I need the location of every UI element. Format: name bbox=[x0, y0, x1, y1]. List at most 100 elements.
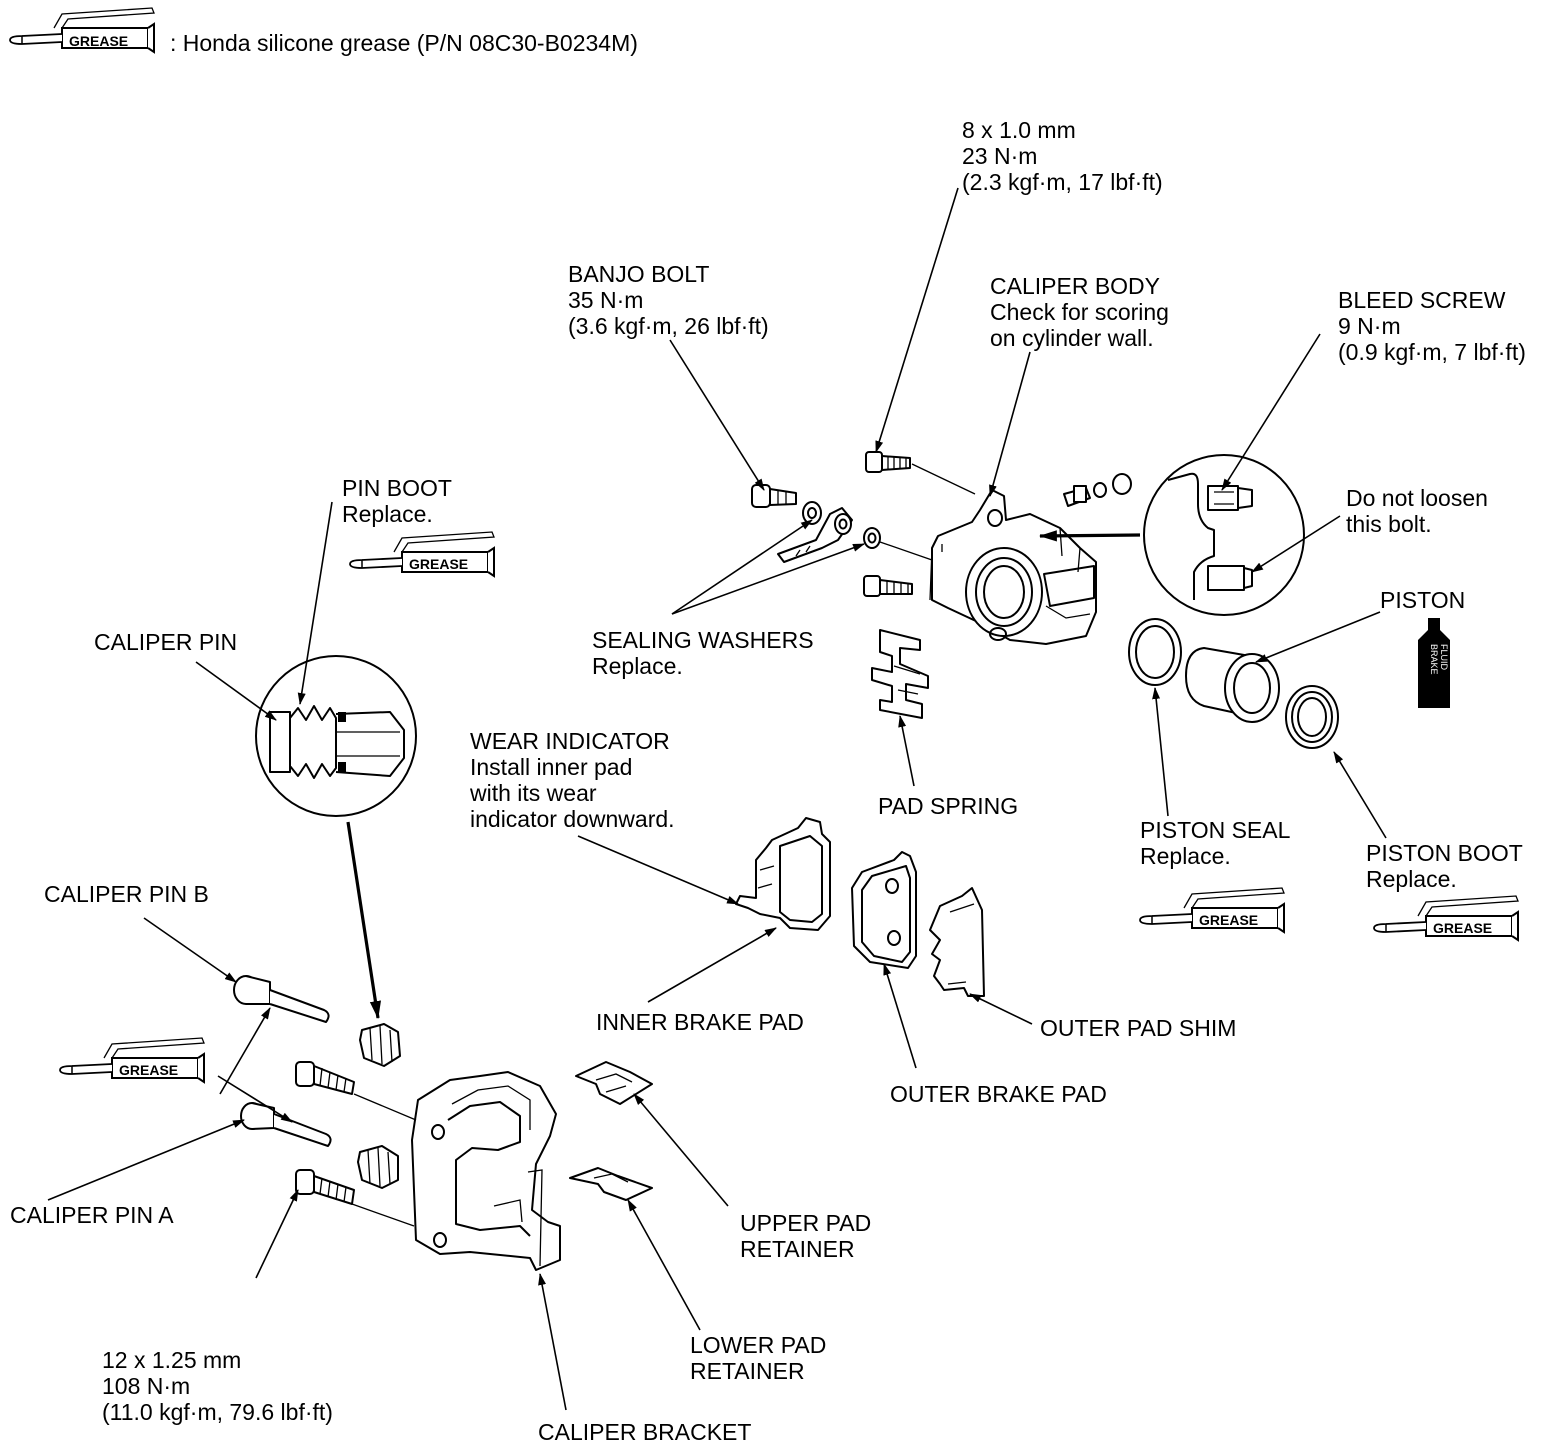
caliper-bracket-bolt-upper bbox=[295, 1061, 417, 1121]
svg-text:108 N·m: 108 N·m bbox=[102, 1373, 190, 1399]
caliper-mounting-bolt-upper bbox=[865, 451, 911, 473]
svg-text:on cylinder wall.: on cylinder wall. bbox=[990, 325, 1154, 351]
label-piston-boot: PISTON BOOT Replace. bbox=[1366, 840, 1523, 892]
outer-pad-shim bbox=[929, 887, 985, 997]
bolt-alignment-line bbox=[911, 463, 976, 495]
svg-text:OUTER PAD SHIM: OUTER PAD SHIM bbox=[1040, 1015, 1236, 1041]
label-piston-seal: PISTON SEAL Replace. bbox=[1140, 817, 1291, 869]
svg-text:CALIPER PIN A: CALIPER PIN A bbox=[10, 1202, 174, 1228]
svg-text:Replace.: Replace. bbox=[1140, 843, 1231, 869]
legend: GREASE : Honda silicone grease (P/N 08C3… bbox=[9, 7, 638, 56]
grease-tube-icon-piston-boot: GREASE bbox=[1373, 895, 1519, 941]
detail-view-pointer-arrow bbox=[1038, 530, 1141, 542]
label-sealing-washers: SEALING WASHERS Replace. bbox=[592, 627, 814, 679]
caliper-bracket bbox=[411, 1071, 561, 1271]
label-outer-brake-pad: OUTER BRAKE PAD bbox=[890, 1081, 1107, 1107]
sealing-washer-outer bbox=[802, 501, 822, 525]
svg-text:WEAR INDICATOR: WEAR INDICATOR bbox=[470, 728, 670, 754]
grease-tube-icon: GREASE bbox=[9, 7, 155, 53]
svg-text:12 x 1.25 mm: 12 x 1.25 mm bbox=[102, 1347, 241, 1373]
label-bleed-screw: BLEED SCREW 9 N·m (0.9 kgf·m, 7 lbf·ft) bbox=[1338, 287, 1526, 365]
label-pin-boot: PIN BOOT Replace. bbox=[342, 475, 452, 527]
caliper-body bbox=[929, 489, 1097, 645]
banjo-bolt bbox=[751, 484, 797, 508]
grease-tube-icon-piston-seal: GREASE bbox=[1139, 887, 1285, 933]
piston bbox=[1185, 647, 1280, 723]
svg-text:CALIPER PIN: CALIPER PIN bbox=[94, 629, 237, 655]
leader-lines bbox=[47, 187, 1387, 1411]
legend-grease-text: : Honda silicone grease (P/N 08C30-B0234… bbox=[170, 30, 638, 56]
label-upper-pad-retainer: UPPER PAD RETAINER bbox=[740, 1210, 871, 1262]
svg-text:BLEED SCREW: BLEED SCREW bbox=[1338, 287, 1506, 313]
label-bolt-12mm: 12 x 1.25 mm 108 N·m (11.0 kgf·m, 79.6 l… bbox=[102, 1347, 333, 1425]
label-wear-indicator: WEAR INDICATOR Install inner pad with it… bbox=[469, 728, 675, 832]
sealing-washer-inner bbox=[863, 527, 881, 549]
svg-text:Replace.: Replace. bbox=[592, 653, 683, 679]
caliper-pin-a bbox=[240, 1102, 332, 1147]
svg-text:RETAINER: RETAINER bbox=[740, 1236, 855, 1262]
svg-text:8 x 1.0 mm: 8 x 1.0 mm bbox=[962, 117, 1076, 143]
pin-boot-lower bbox=[357, 1145, 399, 1189]
svg-text:35 N·m: 35 N·m bbox=[568, 287, 643, 313]
svg-text:GREASE: GREASE bbox=[119, 1062, 178, 1078]
label-piston: PISTON bbox=[1380, 587, 1465, 613]
svg-text:indicator downward.: indicator downward. bbox=[470, 806, 675, 832]
svg-text:PISTON SEAL: PISTON SEAL bbox=[1140, 817, 1291, 843]
pad-spring bbox=[871, 629, 929, 719]
label-caliper-bracket: CALIPER BRACKET bbox=[538, 1419, 751, 1445]
grease-tag-label: GREASE bbox=[69, 33, 128, 49]
outer-brake-pad bbox=[851, 851, 917, 969]
label-lower-pad-retainer: LOWER PAD RETAINER bbox=[690, 1332, 826, 1384]
label-inner-brake-pad: INNER BRAKE PAD bbox=[596, 1009, 804, 1035]
svg-text:PISTON BOOT: PISTON BOOT bbox=[1366, 840, 1523, 866]
svg-text:INNER BRAKE PAD: INNER BRAKE PAD bbox=[596, 1009, 804, 1035]
svg-text:UPPER PAD: UPPER PAD bbox=[740, 1210, 871, 1236]
svg-text:9 N·m: 9 N·m bbox=[1338, 313, 1401, 339]
svg-text:Install inner pad: Install inner pad bbox=[470, 754, 632, 780]
grease-tube-icon-pin-boot: GREASE bbox=[349, 531, 495, 577]
svg-text:OUTER BRAKE PAD: OUTER BRAKE PAD bbox=[890, 1081, 1107, 1107]
label-caliper-body: CALIPER BODY Check for scoring on cylind… bbox=[990, 273, 1169, 351]
banjo-alignment-line bbox=[879, 541, 933, 561]
label-bolt-8mm: 8 x 1.0 mm 23 N·m (2.3 kgf·m, 17 lbf·ft) bbox=[962, 117, 1163, 195]
label-banjo-bolt: BANJO BOLT 35 N·m (3.6 kgf·m, 26 lbf·ft) bbox=[568, 261, 769, 339]
svg-text:GREASE: GREASE bbox=[1199, 912, 1258, 928]
svg-text:Do not loosen: Do not loosen bbox=[1346, 485, 1488, 511]
svg-text:GREASE: GREASE bbox=[409, 556, 468, 572]
svg-text:with its wear: with its wear bbox=[469, 780, 597, 806]
svg-text:(0.9 kgf·m, 7 lbf·ft): (0.9 kgf·m, 7 lbf·ft) bbox=[1338, 339, 1526, 365]
caliper-bracket-bolt-lower bbox=[295, 1169, 415, 1227]
bleed-screw-detail-view bbox=[1143, 454, 1305, 616]
label-pad-spring: PAD SPRING bbox=[878, 793, 1018, 819]
brake-fluid-tag-line1: BRAKE bbox=[1429, 644, 1439, 675]
label-caliper-pin-b: CALIPER PIN B bbox=[44, 881, 209, 907]
pin-detail-pointer-arrow bbox=[346, 821, 382, 1020]
svg-text:RETAINER: RETAINER bbox=[690, 1358, 805, 1384]
label-outer-pad-shim: OUTER PAD SHIM bbox=[1040, 1015, 1236, 1041]
svg-text:CALIPER PIN B: CALIPER PIN B bbox=[44, 881, 209, 907]
svg-text:PISTON: PISTON bbox=[1380, 587, 1465, 613]
grease-tube-icon-caliper-pins: GREASE bbox=[59, 1037, 205, 1083]
svg-text:23 N·m: 23 N·m bbox=[962, 143, 1037, 169]
bleed-screw-cap bbox=[1093, 473, 1132, 498]
caliper-mounting-bolt-lower bbox=[863, 575, 913, 597]
svg-text:PAD SPRING: PAD SPRING bbox=[878, 793, 1018, 819]
piston-boot bbox=[1285, 685, 1339, 749]
label-caliper-pin: CALIPER PIN bbox=[94, 629, 237, 655]
caliper-pin-detail-view bbox=[255, 655, 417, 817]
piston-seal bbox=[1128, 618, 1182, 686]
svg-text:(3.6 kgf·m, 26 lbf·ft): (3.6 kgf·m, 26 lbf·ft) bbox=[568, 313, 769, 339]
label-caliper-pin-a: CALIPER PIN A bbox=[10, 1202, 174, 1228]
svg-text:BANJO BOLT: BANJO BOLT bbox=[568, 261, 709, 287]
brake-fluid-bottle-icon: BRAKE FLUID bbox=[1418, 618, 1450, 708]
lower-pad-retainer bbox=[569, 1167, 653, 1201]
brake-hose-fitting bbox=[777, 507, 853, 563]
svg-text:LOWER PAD: LOWER PAD bbox=[690, 1332, 826, 1358]
caliper-pin-b bbox=[233, 975, 330, 1023]
upper-pad-retainer bbox=[575, 1061, 653, 1105]
svg-text:Check for scoring: Check for scoring bbox=[990, 299, 1169, 325]
svg-text:GREASE: GREASE bbox=[1433, 920, 1492, 936]
svg-text:Replace.: Replace. bbox=[342, 501, 433, 527]
svg-text:(2.3 kgf·m, 17 lbf·ft): (2.3 kgf·m, 17 lbf·ft) bbox=[962, 169, 1163, 195]
